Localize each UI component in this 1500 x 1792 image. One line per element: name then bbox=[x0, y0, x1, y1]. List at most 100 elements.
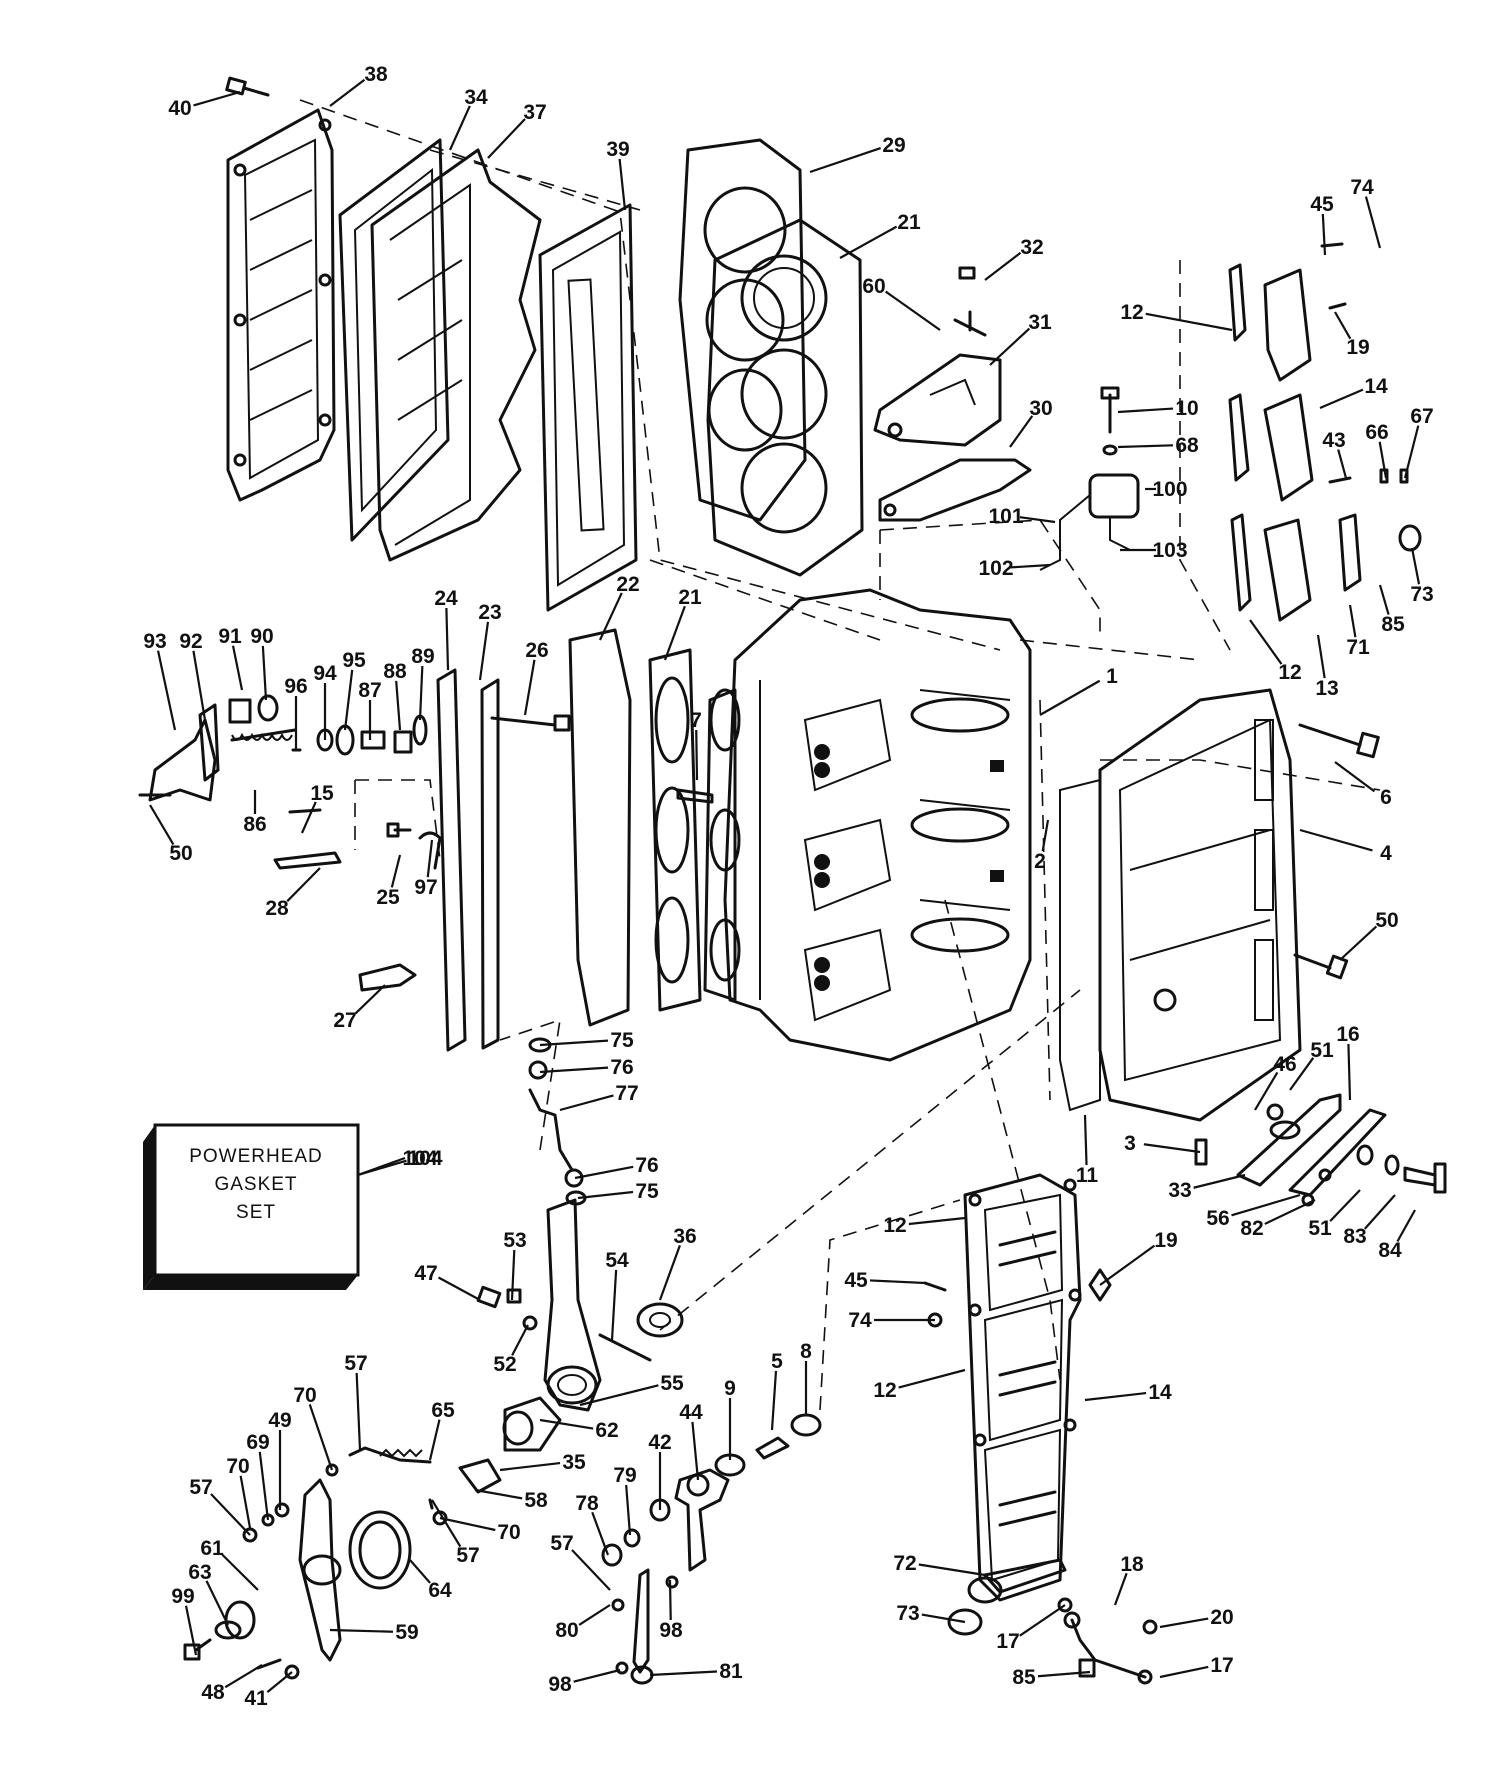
callout-leader bbox=[579, 1384, 659, 1407]
callout-c26: 26 bbox=[523, 639, 549, 716]
callout-c27: 27 bbox=[333, 984, 386, 1032]
callout-c32: 32 bbox=[984, 236, 1044, 281]
callout-leader bbox=[695, 729, 699, 781]
callout-leader bbox=[1378, 441, 1388, 479]
callout-leader bbox=[1339, 925, 1378, 961]
callout-leader bbox=[231, 645, 244, 691]
callout-c65: 65 bbox=[428, 1399, 455, 1461]
callout-leader bbox=[989, 327, 1031, 366]
callout-c57c: 57 bbox=[189, 1476, 251, 1536]
crankcase-cover bbox=[1059, 688, 1302, 1122]
callout-c102: 102 bbox=[978, 557, 1051, 580]
callout-number: 8 bbox=[800, 1340, 812, 1363]
callout-c20: 20 bbox=[1159, 1606, 1234, 1629]
callout-c39: 39 bbox=[606, 138, 630, 211]
exhaust-inner-cover bbox=[370, 148, 542, 562]
callout-leader bbox=[510, 1249, 516, 1301]
callout-leader bbox=[1084, 1391, 1147, 1402]
callout-c96: 96 bbox=[284, 675, 308, 750]
callout-leader bbox=[1337, 449, 1348, 479]
callout-leader bbox=[1289, 1057, 1315, 1091]
callout-number: 7 bbox=[690, 709, 702, 732]
callout-leader bbox=[448, 105, 471, 151]
callout-leader bbox=[474, 1488, 523, 1500]
callout-number: 12 bbox=[1120, 301, 1143, 324]
callout-c93: 93 bbox=[143, 630, 177, 731]
lower-right-bracket bbox=[1194, 1093, 1447, 1207]
callout-c69: 69 bbox=[246, 1431, 270, 1521]
callout-number: 60 bbox=[862, 275, 885, 298]
callout-number: 45 bbox=[1310, 193, 1334, 216]
callout-number: 98 bbox=[659, 1619, 683, 1642]
callout-c34: 34 bbox=[448, 86, 488, 151]
callout-number: 23 bbox=[478, 601, 501, 624]
callout-c60: 60 bbox=[862, 275, 941, 331]
callout-leader bbox=[1193, 1173, 1246, 1189]
temp-sensor-100 bbox=[1039, 386, 1140, 571]
callout-number: 89 bbox=[411, 645, 434, 668]
callout-c53: 53 bbox=[503, 1229, 527, 1301]
callout-c38: 38 bbox=[329, 63, 388, 107]
callout-leader bbox=[261, 645, 268, 701]
callout-c74a: 74 bbox=[1350, 176, 1382, 249]
callout-c77: 77 bbox=[559, 1082, 639, 1112]
callout-leader bbox=[885, 290, 941, 331]
callout-c74b: 74 bbox=[848, 1309, 935, 1332]
callout-c57b: 57 bbox=[344, 1352, 368, 1451]
callout-c31: 31 bbox=[989, 311, 1052, 366]
callout-leader bbox=[511, 1324, 529, 1356]
callout-leader bbox=[431, 1499, 462, 1548]
callout-number: 36 bbox=[673, 1225, 696, 1248]
callout-number: 28 bbox=[265, 897, 289, 920]
callout-c95: 95 bbox=[342, 649, 366, 731]
dashed-assembly-lines bbox=[299, 99, 1381, 1411]
callout-leader bbox=[599, 592, 623, 641]
callout-c13: 13 bbox=[1315, 634, 1339, 700]
callout-leader bbox=[1019, 516, 1056, 524]
callout-c2: 2 bbox=[1034, 819, 1050, 873]
gasket-set-number: 104 bbox=[407, 1147, 442, 1170]
callout-leader bbox=[668, 1579, 672, 1621]
callout-c12d: 12 bbox=[873, 1368, 966, 1402]
callout-number: 11 bbox=[1076, 1164, 1099, 1187]
callout-leader bbox=[1378, 584, 1390, 615]
callout-number: 64 bbox=[428, 1579, 452, 1602]
callout-c48: 48 bbox=[201, 1664, 263, 1704]
callout-leader bbox=[355, 1372, 362, 1451]
callout-number: 74 bbox=[1350, 176, 1374, 199]
callout-c41: 41 bbox=[244, 1671, 293, 1710]
callout-leader bbox=[210, 1493, 251, 1536]
callout-leader bbox=[192, 650, 207, 721]
callout-leader bbox=[809, 147, 882, 174]
callout-c101: 101 bbox=[988, 505, 1056, 528]
callout-c85a: 85 bbox=[1378, 584, 1405, 636]
callout-number: 29 bbox=[882, 134, 905, 157]
callout-c99: 99 bbox=[171, 1585, 198, 1656]
callout-c23: 23 bbox=[478, 601, 502, 681]
callout-number: 85 bbox=[1381, 613, 1405, 636]
callout-number: 45 bbox=[844, 1269, 868, 1292]
callout-number: 12 bbox=[873, 1379, 896, 1402]
callout-c73a: 73 bbox=[1410, 547, 1434, 606]
callout-number: 51 bbox=[1308, 1217, 1332, 1240]
callout-c70a: 70 bbox=[439, 1516, 521, 1544]
exhaust-cover-plate bbox=[226, 108, 336, 502]
callout-leader bbox=[918, 1563, 986, 1577]
callout-number: 102 bbox=[978, 557, 1013, 580]
shift-linkage bbox=[601, 1413, 822, 1685]
callout-leader bbox=[921, 1613, 966, 1624]
bolt-40 bbox=[225, 76, 270, 97]
callout-c75b: 75 bbox=[577, 1180, 659, 1203]
callout-number: 96 bbox=[284, 675, 307, 698]
callout-leader bbox=[1319, 388, 1364, 410]
callout-c14b: 14 bbox=[1084, 1381, 1172, 1404]
callout-number: 55 bbox=[660, 1372, 684, 1395]
callout-c75a: 75 bbox=[539, 1029, 634, 1052]
callout-number: 25 bbox=[376, 886, 400, 909]
callout-c79: 79 bbox=[613, 1464, 637, 1536]
callout-c28: 28 bbox=[265, 867, 321, 920]
callout-leader bbox=[426, 839, 434, 878]
callout-number: 87 bbox=[358, 679, 381, 702]
callout-leader bbox=[523, 659, 536, 716]
callout-number: 63 bbox=[188, 1561, 211, 1584]
